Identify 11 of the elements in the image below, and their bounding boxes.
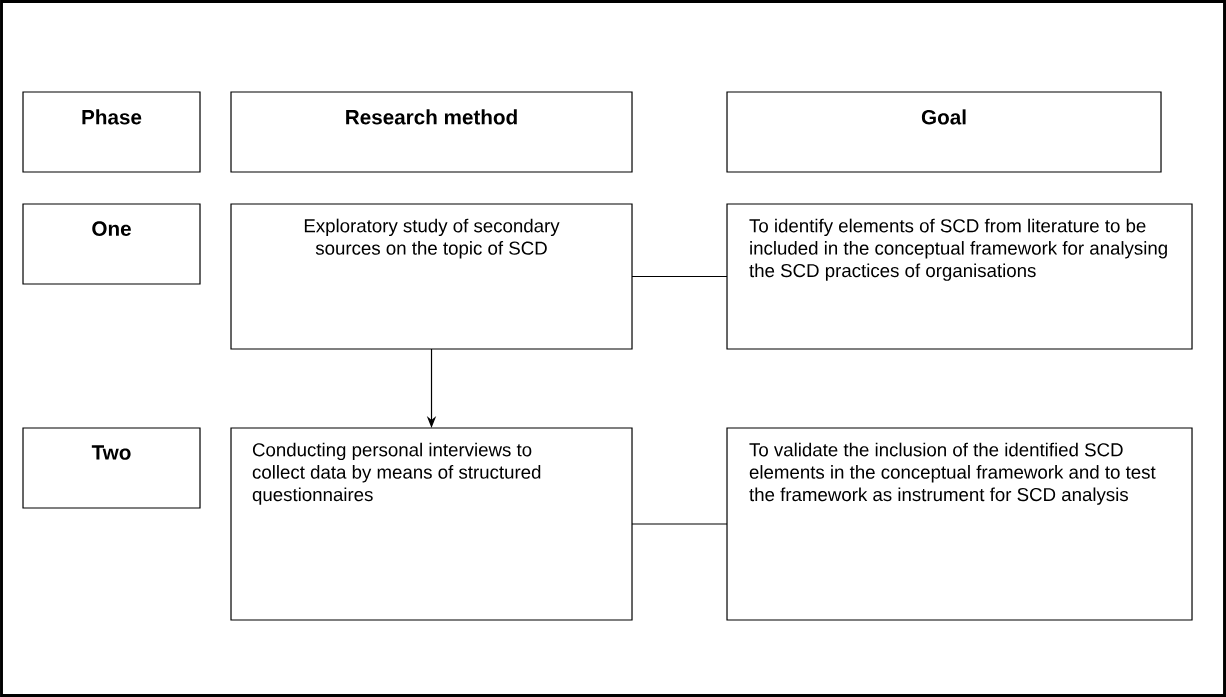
connector-line bbox=[631, 523, 728, 525]
method-box: Exploratory study of secondary sources on the topic of SCD bbox=[230, 203, 633, 350]
method-box: Conducting personal interviews to collect data by means of structured questionnaires bbox=[230, 427, 633, 621]
header-box: Phase bbox=[22, 91, 201, 173]
phase-box: Two bbox=[22, 427, 201, 509]
phase-box: One bbox=[22, 203, 201, 285]
header-box: Goal bbox=[726, 91, 1162, 173]
header-box: Research method bbox=[230, 91, 633, 173]
goal-box: To identify elements of SCD from literature to be included in the conceptual framework for analysing the SCD practices of organisations bbox=[726, 203, 1193, 350]
connector-line bbox=[631, 275, 728, 278]
goal-box: To validate the inclusion of the identified SCD elements in the conceptual framework and to test the framework as instrument for SCD analysis bbox=[726, 427, 1193, 621]
